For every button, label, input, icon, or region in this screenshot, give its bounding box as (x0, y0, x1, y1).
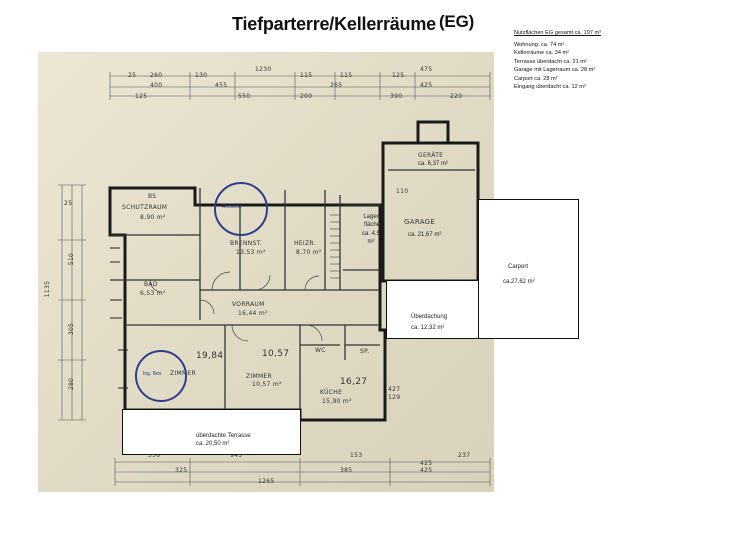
room-brennst-area: 13,53 m² (236, 249, 266, 256)
room-vorraum-area: 16,44 m² (238, 310, 268, 317)
dim-text: 125 (392, 72, 405, 79)
dim-text: 425 (420, 467, 433, 474)
plan-title: Tiefparterre/Kellerräume(EG) (232, 12, 475, 35)
dim-text: 110 (396, 188, 409, 195)
architect-stamp: Architekt (214, 182, 268, 236)
dim-text: 550 (148, 452, 161, 459)
ueberdachung-area-value: ca. 12,32 m² (411, 325, 445, 331)
summary-heading: Nutzflächen EG gesamt ca. 197 m² (514, 30, 602, 36)
room-zimmer-mid-area: 10,57 (262, 349, 290, 359)
dim-text: 1265 (258, 478, 275, 485)
summary-line: Eingang überdacht ca. 12 m² (514, 84, 586, 90)
room-brennst-name: BRENNST. (230, 240, 263, 247)
ueberdachung-area (386, 280, 479, 339)
dim-text: 25 (64, 200, 73, 207)
dim-text: 400 (150, 82, 163, 89)
stamp-text: Ing. Bes (143, 371, 162, 377)
room-wc-name: WC (315, 347, 326, 354)
plan-title-text: Tiefparterre/Kellerräume (232, 14, 436, 34)
left-dimension-lines (58, 184, 86, 421)
staircase (330, 214, 340, 279)
room-geraete-area: ca. 6,37 m² (418, 161, 449, 167)
room-schutzraum-area: 8,90 m² (140, 214, 166, 221)
room-schutzraum-name: SCHUTZRAUM (122, 204, 168, 211)
dim-text: 475 (420, 66, 433, 73)
room-kueche-name: KÜCHE (320, 389, 343, 396)
dim-text: 115 (340, 72, 353, 79)
room-kueche-sub: 15,90 m² (322, 398, 352, 405)
dim-text: 455 (215, 82, 228, 89)
dim-text: 260 (150, 72, 163, 79)
room-lager-name: Lager-fläche (363, 214, 381, 228)
dim-text: 25 (128, 72, 137, 79)
architect-stamp: Ing. Bes (135, 350, 187, 402)
room-lager-area: ca. 4,5 m² (361, 231, 380, 245)
dim-text: 550 (238, 93, 251, 100)
dim-text: 115 (300, 72, 313, 79)
room-heizr-name: HEIZR. (294, 240, 316, 247)
dim-text: 510 (68, 252, 76, 266)
dim-text: 1135 (44, 280, 52, 298)
room-vorraum-name: VORRAUM (232, 301, 265, 308)
dim-text: 130 (195, 72, 208, 79)
room-zimmer-mid-sub: 10,57 m² (252, 381, 282, 388)
room-zimmer-left-area: 19,84 (196, 351, 224, 361)
dim-text: 1230 (255, 66, 272, 73)
window-marks (110, 247, 128, 389)
dim-text: 385 (340, 467, 353, 474)
room-bad-area: 6,53 m² (140, 290, 166, 297)
garage-walls (381, 120, 480, 283)
dim-text: 425 (420, 460, 433, 467)
bottom-dimension-lines (114, 458, 491, 486)
carport-area-value: ca.27,62 m² (503, 279, 535, 285)
room-garage-name: GARAGE (404, 218, 436, 226)
ueberdachung-name: Überdachung (411, 314, 448, 320)
dim-text: 237 (458, 452, 471, 459)
dim-text: 325 (175, 467, 188, 474)
dim-text: 945 (230, 452, 243, 459)
dim-text: 425 (420, 82, 433, 89)
summary-line: Terrasse überdacht ca. 21 m² (514, 58, 587, 65)
carport-area (478, 199, 579, 339)
dim-text: 305 (68, 322, 76, 336)
dim-text: 220 (450, 93, 463, 100)
room-sp-name: SP. (360, 348, 370, 355)
dim-text: 200 (300, 93, 313, 100)
interior-walls (110, 169, 475, 410)
room-heizr-area: 8,70 m² (296, 249, 322, 256)
summary-line: Garage mit Lagerraum ca. 28 m² (514, 67, 596, 73)
dim-text: 427 (388, 386, 401, 393)
dim-text: 265 (330, 82, 343, 89)
carport-name: Carport (508, 264, 529, 270)
terrasse-area (122, 409, 301, 455)
dim-text: 280 (68, 377, 76, 391)
room-kueche-area: 16,27 (340, 377, 368, 387)
summary-line: Carport ca. 28 m² (514, 75, 558, 82)
dim-text: 390 (390, 93, 403, 100)
door-swings (149, 271, 323, 342)
dim-text: 125 (135, 93, 148, 100)
dim-text: 153 (350, 452, 363, 459)
room-garage-area: ca. 21,67 m² (408, 232, 442, 238)
room-bs-label: BS (148, 193, 157, 200)
terrasse-name: überdachte Terrasse (196, 433, 251, 439)
room-geraete-name: GERÄTE (418, 152, 444, 159)
plan-title-suffix: (EG) (438, 12, 475, 31)
room-zimmer-mid-name: ZIMMER (246, 373, 272, 380)
area-summary: Nutzflächen EG gesamt ca. 197 m² Wohnung… (514, 29, 601, 92)
dim-text: 129 (388, 394, 401, 401)
room-bad-name: BAD (144, 281, 158, 288)
stamp-text: Architekt (222, 204, 242, 210)
terrasse-area-value: ca. 20,50 m² (196, 441, 230, 447)
summary-line: Wohnung: ca. 74 m² (514, 41, 565, 48)
summary-line: Kellerräume ca. 34 m² (514, 50, 570, 56)
top-dimension-lines (109, 72, 491, 100)
